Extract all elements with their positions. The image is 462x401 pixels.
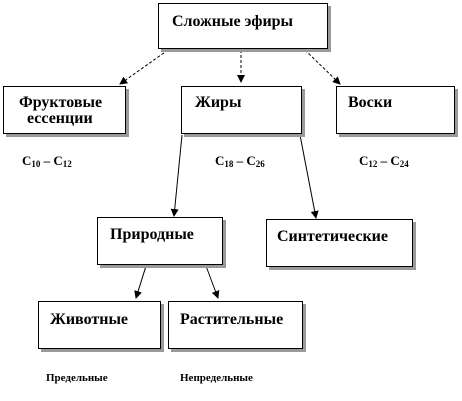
formula-fats: C18 – C26 (215, 153, 265, 169)
arrow-fats-to-synthetic (299, 134, 319, 219)
arrow-root-to-fruit (119, 49, 169, 85)
formula-waxes: C12 – C24 (359, 153, 409, 169)
node-esters-label: Сложные эфиры (172, 13, 294, 30)
node-fruit-essences-line2: ессенции (27, 110, 93, 127)
arrow-root-to-waxes (304, 49, 341, 85)
node-animal (38, 301, 161, 349)
arrow-natural-to-plant (205, 265, 220, 299)
node-synthetic (266, 219, 413, 267)
node-fats (181, 86, 302, 134)
node-waxes (336, 86, 455, 134)
node-animal-label: Животные (50, 311, 129, 328)
arrow-fats-to-natural (170, 134, 183, 217)
note-unsaturated: Непредельные (180, 372, 253, 384)
node-fruit-essences-line1: Фруктовые (19, 94, 103, 111)
formula-fruit-essences: C10 – C12 (22, 153, 72, 169)
node-natural (97, 217, 223, 265)
node-plant-label: Растительные (180, 311, 284, 328)
node-fruit-essences (3, 86, 126, 134)
node-plant (168, 301, 303, 349)
node-esters (158, 3, 328, 49)
arrow-natural-to-animal (134, 265, 147, 299)
node-synthetic-label: Синтетические (277, 228, 388, 245)
note-saturated: Предельные (46, 372, 108, 384)
node-waxes-label: Воски (348, 94, 393, 111)
node-fats-label: Жиры (195, 94, 242, 111)
node-natural-label: Природные (110, 226, 194, 243)
